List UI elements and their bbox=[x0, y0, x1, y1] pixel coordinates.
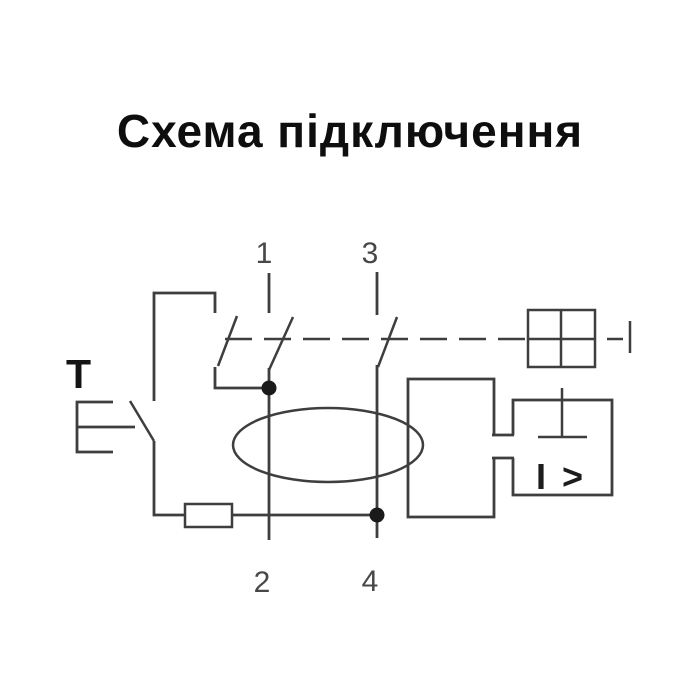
test-resistor-icon bbox=[183, 502, 234, 529]
pole-3-switch-blade-icon bbox=[376, 316, 399, 368]
pole-3-4-conductor bbox=[375, 272, 399, 538]
junction-dot-line4 bbox=[369, 507, 385, 523]
test-switch-blade-icon bbox=[216, 315, 239, 367]
secondary-winding-assembly bbox=[406, 377, 514, 519]
test-switch-lower-wire bbox=[213, 367, 268, 390]
diagram-linework bbox=[75, 272, 632, 540]
page-title: Схема підключення bbox=[117, 105, 583, 157]
relay-box-outline bbox=[511, 398, 614, 497]
overcurrent-relay-label: I > bbox=[536, 456, 586, 497]
pole-1-2-conductor bbox=[267, 273, 295, 540]
test-button-label: T bbox=[66, 351, 91, 397]
test-circuit bbox=[75, 291, 377, 529]
terminal-label-4: 4 bbox=[362, 565, 379, 598]
pole-1-switch-blade-icon bbox=[267, 316, 295, 371]
test-circuit-upper-wire bbox=[152, 291, 217, 401]
terminal-label-2: 2 bbox=[254, 566, 271, 599]
junction-dot-line1 bbox=[261, 380, 277, 396]
test-circuit-left-wire bbox=[152, 441, 185, 517]
terminal-label-3: 3 bbox=[362, 237, 379, 270]
trip-mechanism-cross-box-icon bbox=[526, 308, 597, 369]
differential-transformer-core-icon bbox=[231, 406, 425, 484]
terminal-label-1: 1 bbox=[256, 237, 273, 270]
mechanical-linkage bbox=[225, 321, 632, 353]
secondary-winding-box bbox=[406, 377, 496, 519]
overcurrent-relay-box bbox=[511, 388, 614, 497]
test-button-blade-icon bbox=[128, 400, 156, 442]
